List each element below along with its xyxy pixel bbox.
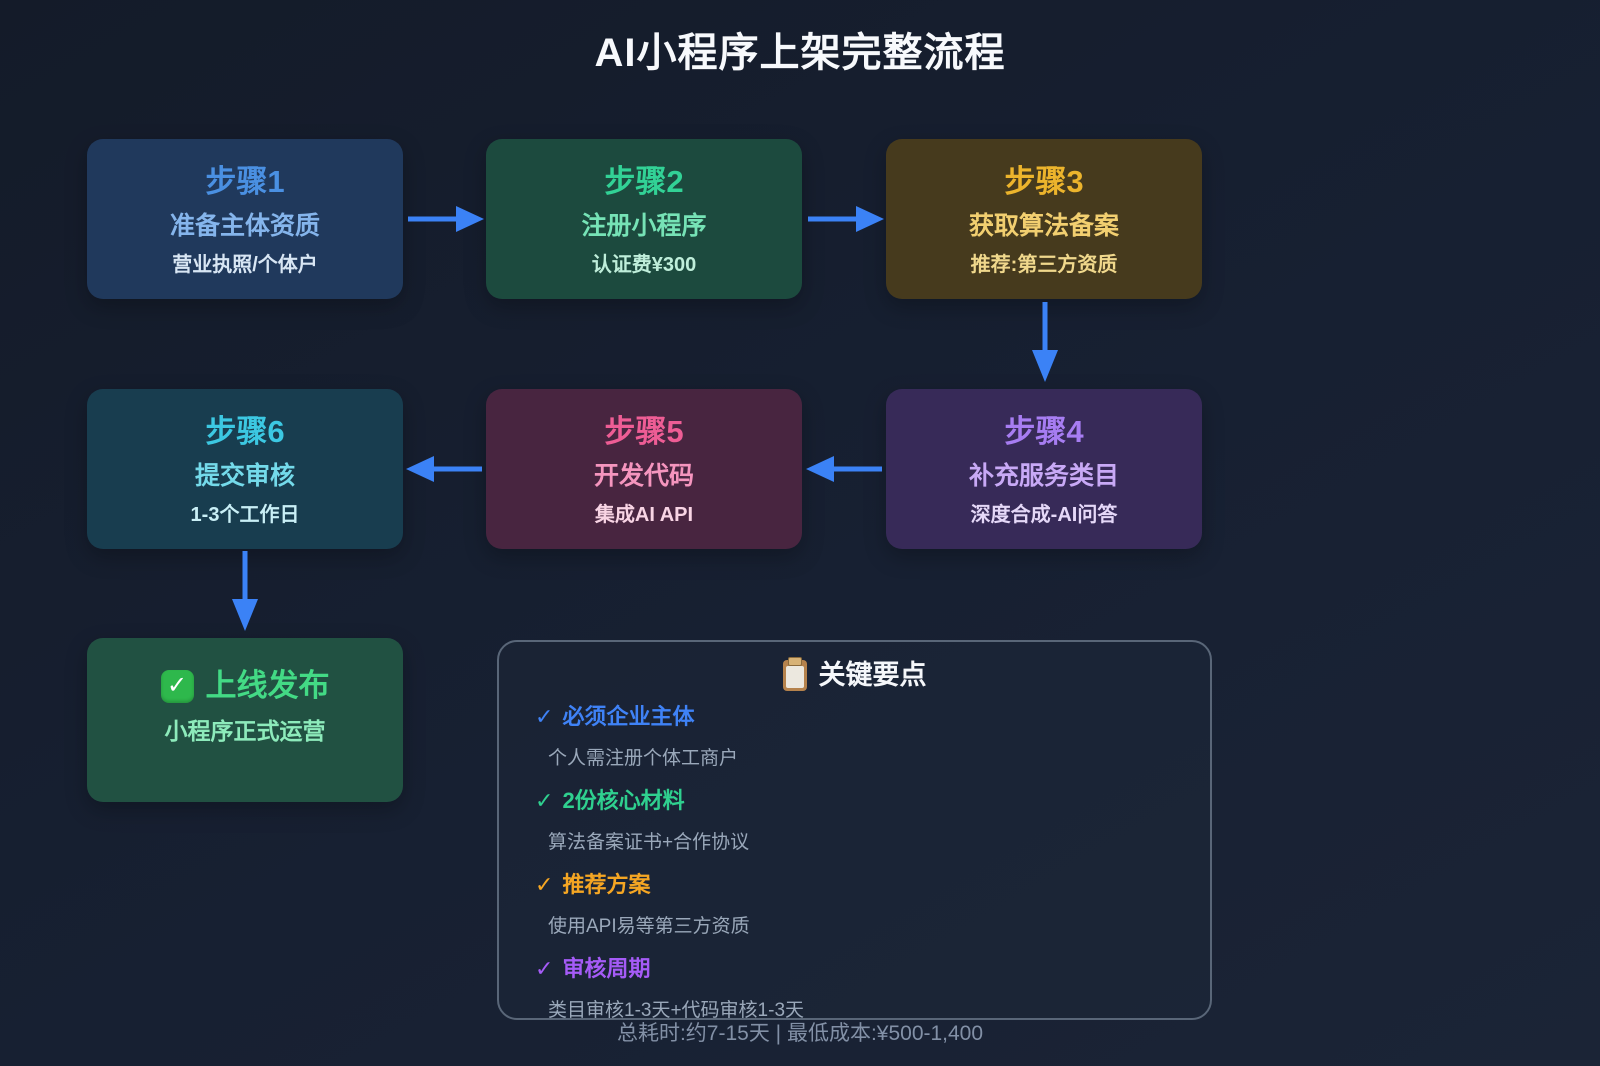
step-3-label: 步骤3 [1004, 164, 1084, 199]
key-points-title: 关键要点 [818, 660, 927, 690]
step-4-name: 补充服务类目 [968, 462, 1119, 490]
key-point-3-desc: 使用API易等第三方资质 [548, 916, 750, 937]
key-point-1-desc: 个人需注册个体工商户 [548, 748, 739, 769]
step-5-detail: 集成AI API [594, 504, 694, 526]
step-3-name: 获取算法备案 [968, 212, 1119, 240]
clipboard-icon [782, 656, 807, 691]
step-box-3: 步骤3 获取算法备案 推荐:第三方资质 [886, 139, 1202, 299]
key-point-3-head: ✓ 推荐方案 [535, 870, 1174, 900]
launch-title: 上线发布 [205, 668, 330, 703]
key-points-panel: 关键要点 ✓ 必须企业主体 个人需注册个体工商户 ✓ 2份核心材料 算法备案证书… [497, 640, 1212, 1021]
key-point-1-title: 必须企业主体 [562, 704, 695, 729]
key-point-4-title: 审核周期 [562, 956, 651, 981]
step-box-4: 步骤4 补充服务类目 深度合成-AI问答 [886, 389, 1202, 549]
key-point-1-head: ✓ 必须企业主体 [535, 702, 1174, 732]
check-mark-emoji-icon: ✓ [160, 669, 194, 703]
launch-box: ✓ 上线发布 小程序正式运营 [87, 638, 403, 802]
step-2-detail: 认证费¥300 [591, 254, 697, 276]
check-icon: ✓ [535, 704, 554, 729]
step-box-5: 步骤5 开发代码 集成AI API [486, 389, 802, 549]
step-3-detail: 推荐:第三方资质 [970, 254, 1118, 276]
step-6-detail: 1-3个工作日 [190, 504, 300, 526]
step-2-name: 注册小程序 [581, 212, 707, 240]
check-icon: ✓ [535, 956, 554, 981]
clipboard-paper [785, 665, 804, 688]
step-5-name: 开发代码 [593, 462, 694, 490]
step-1-detail: 营业执照/个体户 [172, 254, 318, 276]
check-icon: ✓ [535, 788, 554, 813]
key-point-2-desc: 算法备案证书+合作协议 [548, 832, 750, 853]
key-point-4-desc: 类目审核1-3天+代码审核1-3天 [548, 1000, 805, 1021]
step-4-detail: 深度合成-AI问答 [970, 504, 1118, 526]
arrow-step5-to-step6 [406, 456, 482, 482]
key-point-item-2: ✓ 2份核心材料 算法备案证书+合作协议 [535, 786, 1174, 858]
step-box-1: 步骤1 准备主体资质 营业执照/个体户 [87, 139, 403, 299]
step-5-label: 步骤5 [604, 414, 684, 449]
key-point-2-head: ✓ 2份核心材料 [535, 786, 1174, 816]
step-box-6: 步骤6 提交审核 1-3个工作日 [87, 389, 403, 549]
key-point-item-3: ✓ 推荐方案 使用API易等第三方资质 [535, 870, 1174, 942]
key-point-2-title: 2份核心材料 [562, 788, 685, 813]
arrow-step6-to-launch [232, 551, 258, 631]
arrow-step2-to-step3 [808, 206, 884, 232]
launch-detail: 小程序正式运营 [164, 718, 326, 744]
launch-title-row: ✓ 上线发布 [160, 664, 330, 708]
check-icon: ✓ [535, 872, 554, 897]
page-title: AI小程序上架完整流程 [594, 31, 1006, 75]
step-1-label: 步骤1 [205, 164, 285, 199]
clipboard-clip [787, 656, 802, 666]
arrow-step3-to-step4 [1032, 302, 1058, 382]
summary-footer: 总耗时:约7-15天 | 最低成本:¥500-1,400 [616, 1022, 984, 1045]
key-point-4-head: ✓ 审核周期 [535, 954, 1174, 984]
step-1-name: 准备主体资质 [169, 212, 320, 240]
key-point-item-4: ✓ 审核周期 类目审核1-3天+代码审核1-3天 [535, 954, 1174, 1026]
step-6-name: 提交审核 [194, 462, 295, 490]
step-4-label: 步骤4 [1004, 414, 1084, 449]
arrow-step4-to-step5 [806, 456, 882, 482]
step-6-label: 步骤6 [205, 414, 285, 449]
key-points-header: 关键要点 [535, 656, 1174, 694]
key-point-item-1: ✓ 必须企业主体 个人需注册个体工商户 [535, 702, 1174, 774]
step-2-label: 步骤2 [604, 164, 684, 199]
step-box-2: 步骤2 注册小程序 认证费¥300 [486, 139, 802, 299]
key-point-3-title: 推荐方案 [562, 872, 651, 897]
arrow-step1-to-step2 [408, 206, 484, 232]
